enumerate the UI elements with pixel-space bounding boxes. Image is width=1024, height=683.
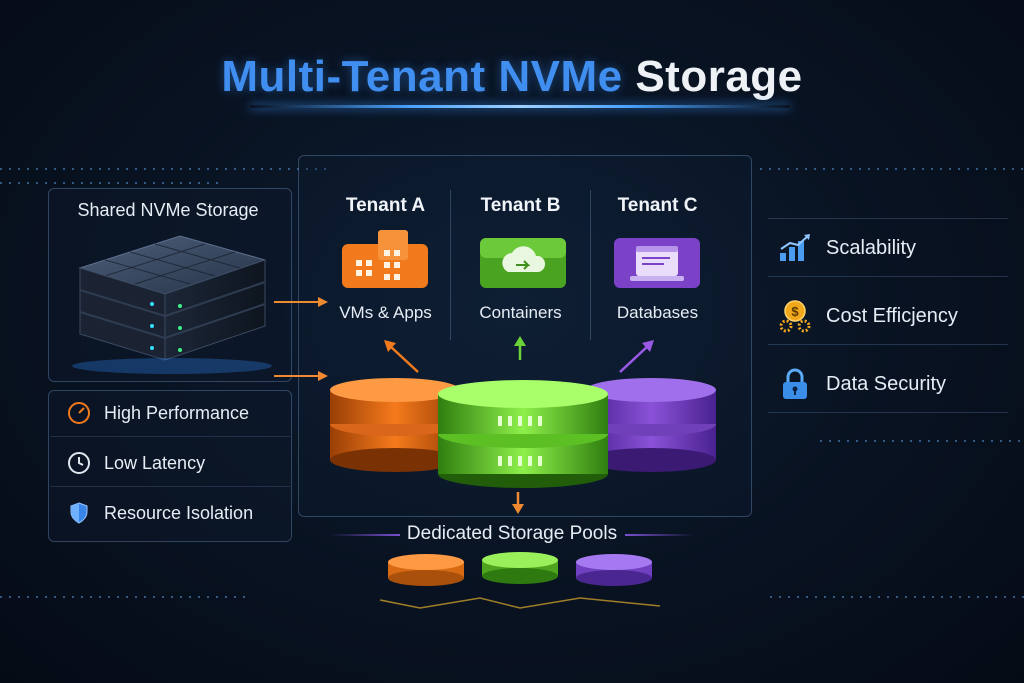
decor-dots [0,596,250,598]
tenant-b-disk [438,380,608,488]
pools-divider [330,534,400,536]
pools-divider [625,534,695,536]
feature-resource-isolation: Resource Isolation [50,490,290,536]
speedometer-icon [66,400,92,426]
arrows-to-workloads [384,336,654,373]
tenant-a-workload: VMs & Apps [339,303,432,322]
pools-label: Dedicated Storage Pools [406,523,618,544]
server-rack-icon [72,235,272,374]
pool-b-disk [482,552,558,584]
feature-label: High Performance [104,402,250,423]
svg-text:$: $ [791,304,799,319]
tenant-divider [450,190,451,340]
tenant-b-name: Tenant B [480,195,561,216]
pool-a-disk [388,554,464,586]
benefits-top-border [768,218,1008,219]
clock-icon [66,450,92,476]
cloud-icon [480,238,566,288]
feature-high-performance: High Performance [50,390,290,437]
feature-label: Low Latency [104,452,206,473]
decor-dots [820,440,1024,442]
arrow-to-pools [512,492,524,514]
feature-low-latency: Low Latency [50,440,290,487]
benefit-cost-efficiency: $ Cost Efficjency [768,288,1008,345]
pool-c-disk [576,554,652,586]
tenant-divider [590,190,591,340]
decor-dots [0,182,220,184]
shared-storage-label: Shared NVMe Storage [77,200,259,220]
lock-icon [778,367,812,401]
building-icon [342,230,428,288]
title-part1: Multi-Tenant NVMe [221,52,623,101]
decor-dots [760,168,1024,170]
decor-dots [770,596,1024,598]
tenant-a-name: Tenant A [345,195,426,216]
title-part2: Storage [635,52,803,101]
benefit-label: Data Security [826,372,947,395]
benefit-label: Cost Efficjency [826,304,958,327]
decor-dots [0,168,330,170]
arrows-to-tenants [274,297,328,381]
benefit-label: Scalability [826,236,917,259]
feature-label: Resource Isolation [104,502,254,523]
shield-icon [66,500,92,526]
page-title: Multi-Tenant NVMe Storage [0,52,1024,102]
tenant-c-workload: Databases [616,303,699,322]
bar-chart-icon [778,231,812,265]
tenant-c-name: Tenant C [617,195,698,216]
coin-gears-icon: $ [778,299,812,333]
storage-disks [330,378,716,488]
title-underline [250,105,790,108]
tenant-b-workload: Containers [479,303,562,322]
pool-disks [379,552,661,609]
benefit-data-security: Data Security [768,356,1008,413]
database-window-icon [614,238,700,288]
benefit-scalability: Scalability [768,220,1008,277]
